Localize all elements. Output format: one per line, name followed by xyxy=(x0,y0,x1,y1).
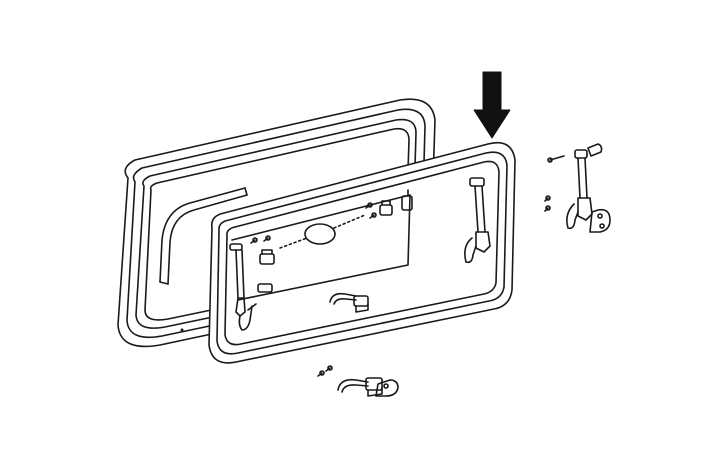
latch-handle-detached xyxy=(337,377,399,397)
inner-frame xyxy=(208,141,516,364)
latch-handle-center xyxy=(329,292,369,313)
down-arrow-icon xyxy=(473,71,511,139)
glass-pane xyxy=(279,214,366,249)
screws xyxy=(250,155,565,377)
stay-arm-detached xyxy=(566,143,611,233)
gasket-strip xyxy=(159,187,248,285)
stay-arm-left xyxy=(229,243,257,331)
stay-arm-right xyxy=(464,177,491,264)
frame-clips xyxy=(257,189,413,293)
